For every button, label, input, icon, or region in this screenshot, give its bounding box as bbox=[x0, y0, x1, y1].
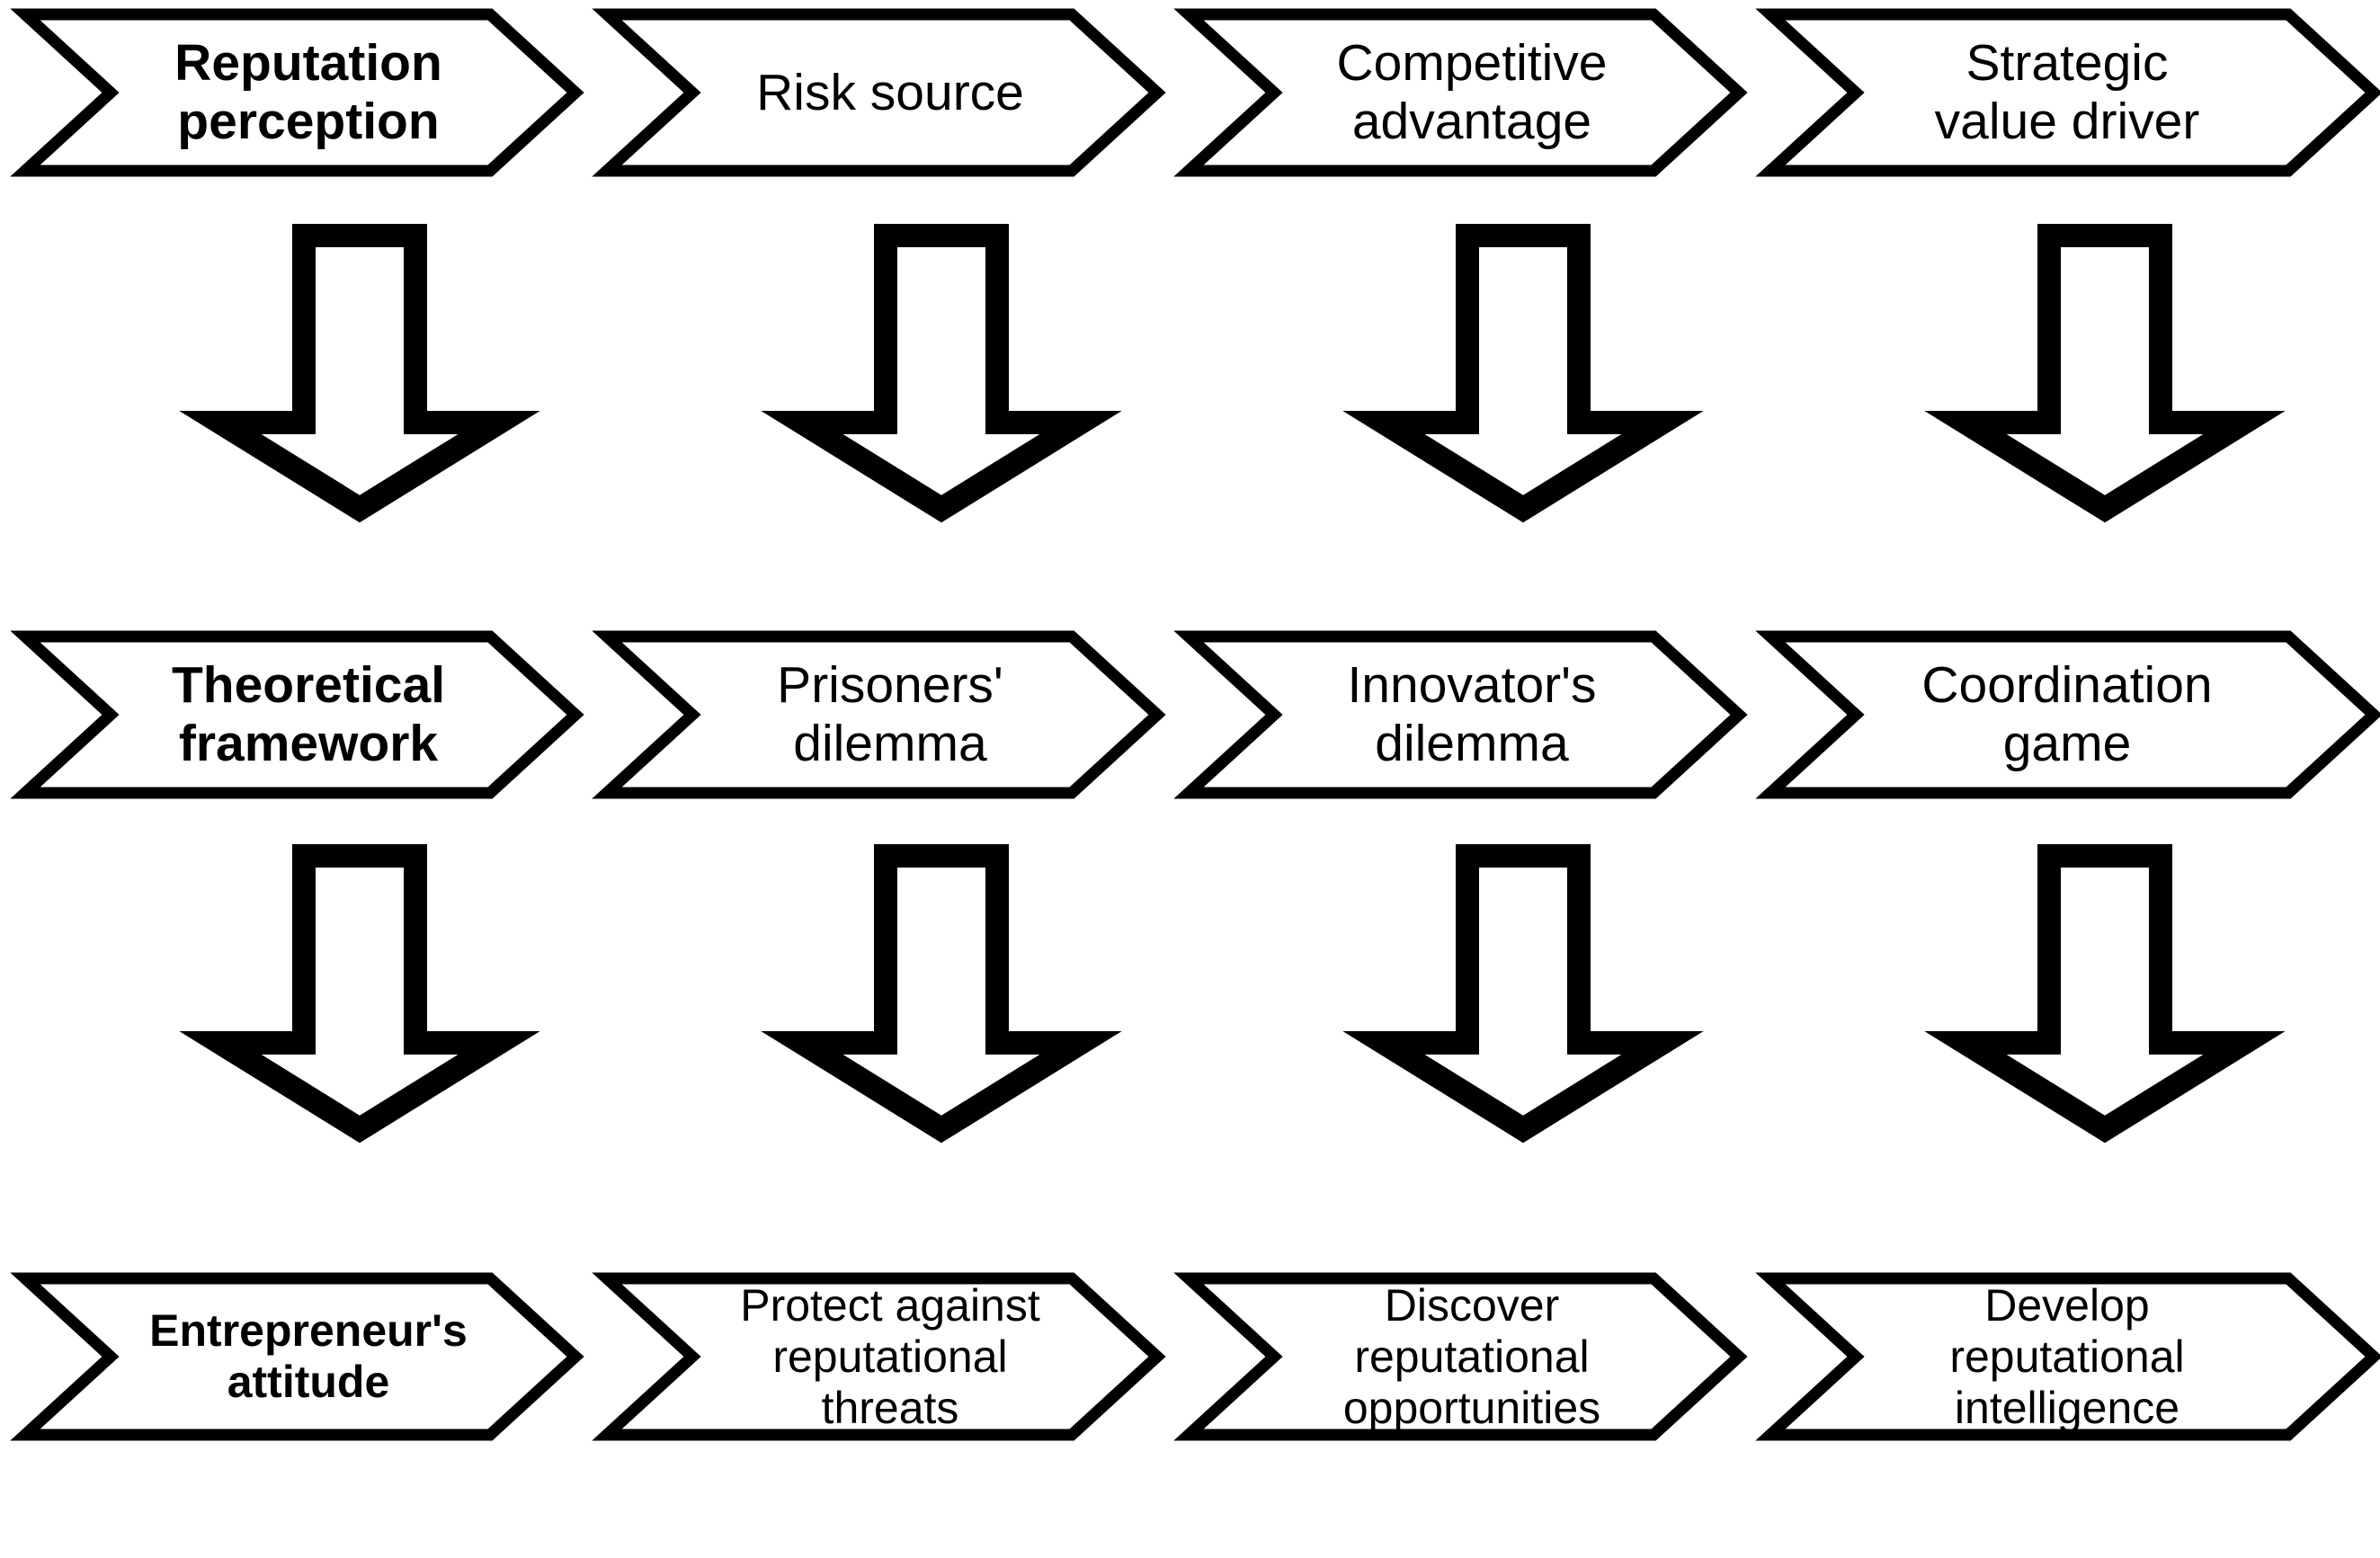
down-arrow-icon-r1c2 bbox=[761, 224, 1122, 523]
chevron-shape-r2c3[interactable] bbox=[1173, 630, 1748, 799]
chevron-shape-r2c2[interactable] bbox=[592, 630, 1166, 799]
chevron-shape-r3c2[interactable] bbox=[592, 1272, 1166, 1441]
chevron-shape-r3c1[interactable] bbox=[10, 1272, 584, 1441]
down-arrow-icon-r1c1 bbox=[179, 224, 540, 523]
down-arrow-icon-r2c4 bbox=[1924, 844, 2286, 1144]
chevron-shape-r1c4[interactable] bbox=[1755, 8, 2380, 177]
chevron-shape-r2c4[interactable] bbox=[1755, 630, 2380, 799]
down-arrow-icon-r2c2 bbox=[761, 844, 1122, 1144]
chevron-shape-r1c1[interactable] bbox=[10, 8, 584, 177]
down-arrow-icon-r1c3 bbox=[1342, 224, 1704, 523]
chevron-shape-r2c1[interactable] bbox=[10, 630, 584, 799]
chevron-shape-r3c4[interactable] bbox=[1755, 1272, 2380, 1441]
chevron-shape-r3c3[interactable] bbox=[1173, 1272, 1748, 1441]
chevron-shape-r1c2[interactable] bbox=[592, 8, 1166, 177]
down-arrow-icon-r2c3 bbox=[1342, 844, 1704, 1144]
down-arrow-icon-r1c4 bbox=[1924, 224, 2286, 523]
down-arrow-icon-r2c1 bbox=[179, 844, 540, 1144]
chevron-shape-r1c3[interactable] bbox=[1173, 8, 1748, 177]
